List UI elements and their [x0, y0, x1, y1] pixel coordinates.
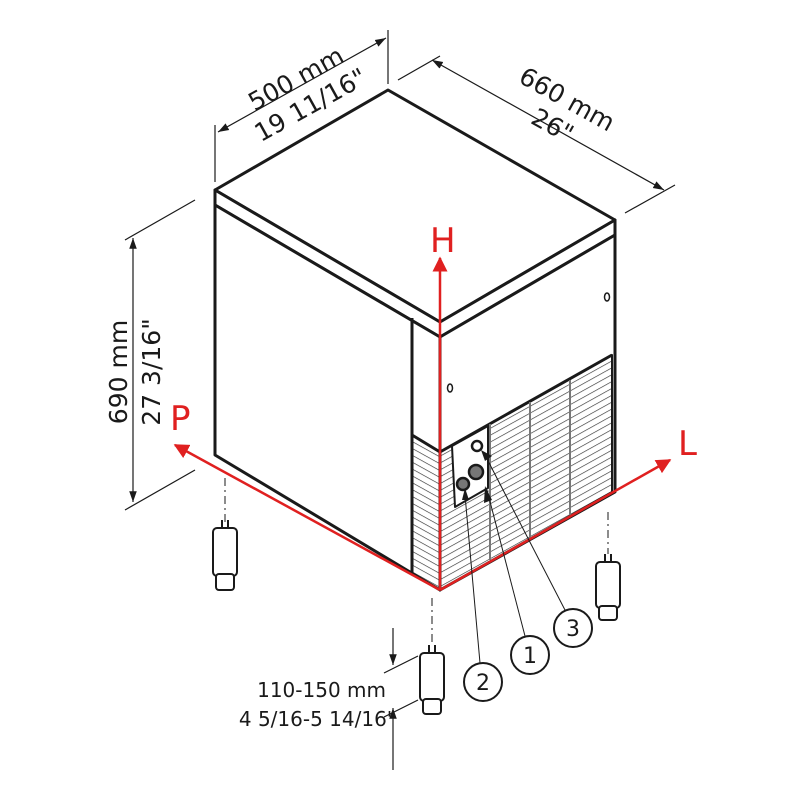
feet-mm: 110-150 mm: [257, 678, 386, 702]
callout-3-circle: [553, 608, 593, 648]
axis-h-label: H: [430, 221, 456, 261]
dimension-lines: [124, 30, 676, 770]
connector-3: [470, 439, 484, 453]
foot-left: [212, 478, 238, 591]
foot-front: [419, 598, 445, 715]
connector-1: [467, 463, 485, 481]
left-louver: [411, 434, 441, 591]
axis-l-label: L: [678, 424, 697, 464]
height-mm: 690 mm: [104, 320, 133, 424]
connector-2: [455, 476, 471, 492]
leader-lines: [464, 454, 566, 664]
callout-1-circle: [510, 635, 550, 675]
axes: [173, 256, 672, 592]
height-inch: 27 3/16": [137, 318, 166, 425]
axis-p-label: P: [170, 399, 191, 439]
axis-p: [173, 443, 441, 592]
axis-l: [439, 458, 672, 592]
connectors: [455, 439, 485, 492]
callout-3: 3: [566, 617, 580, 642]
cabinet: [213, 88, 617, 592]
callout-2-circle: [463, 662, 503, 702]
callout-1: 1: [523, 644, 537, 669]
callout-2: 2: [476, 671, 490, 696]
foot-right: [595, 512, 621, 621]
feet: [212, 478, 621, 715]
leader-arrows: [462, 450, 492, 503]
feet-inch: 4 5/16-5 14/16": [239, 707, 396, 731]
